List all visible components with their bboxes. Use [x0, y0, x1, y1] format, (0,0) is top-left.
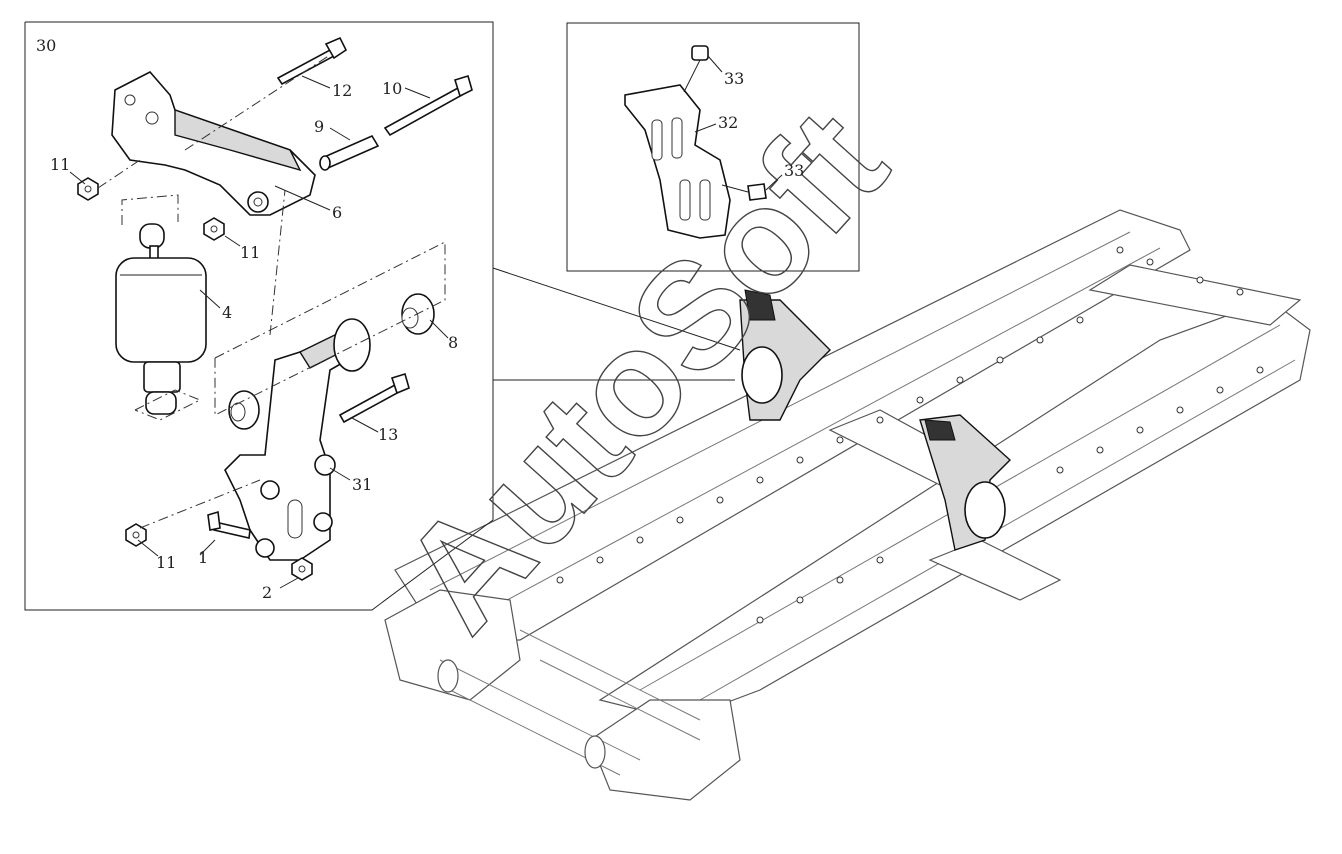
callout-11-a: 11 [50, 155, 70, 174]
callout-13: 13 [378, 425, 398, 444]
spacer-9 [319, 134, 380, 171]
bolt-12 [276, 36, 348, 86]
bolt-10 [383, 74, 473, 137]
mounted-suspension-left [739, 289, 831, 421]
chassis-frame [384, 209, 1311, 801]
callout-6: 6 [332, 203, 342, 222]
callout-31: 31 [352, 475, 372, 494]
nut-11-c [125, 523, 147, 547]
callout-33-bottom: 33 [784, 161, 804, 180]
callout-10: 10 [382, 79, 402, 98]
air-spring-4 [115, 223, 207, 415]
exploded-view-box-cover [566, 22, 860, 272]
bushing-left [228, 390, 260, 430]
bolt-33-top [683, 45, 709, 93]
upper-bracket-assembly [111, 71, 316, 216]
callout-33-top: 33 [724, 69, 744, 88]
callout-1: 1 [198, 548, 208, 567]
callout-9: 9 [314, 117, 324, 136]
callout-4: 4 [222, 303, 232, 322]
bolt-1 [207, 510, 251, 539]
callout-30: 30 [36, 36, 56, 55]
cover-plate-32 [624, 84, 731, 239]
callout-32: 32 [718, 113, 738, 132]
callout-11-b: 11 [240, 243, 260, 262]
callout-8: 8 [448, 333, 458, 352]
callout-12: 12 [332, 81, 352, 100]
callout-11-c: 11 [156, 553, 176, 572]
bolt-33-bottom [721, 183, 767, 201]
assembly-guide-lines [97, 54, 446, 529]
nut-2 [291, 557, 313, 581]
exploded-view-box-main [24, 21, 741, 611]
lower-bracket-31 [224, 318, 371, 561]
rail-holes [556, 246, 1264, 624]
callout-leaders [69, 55, 783, 589]
bolt-13 [338, 372, 410, 424]
front-axle-assembly [384, 589, 741, 801]
nut-11-a [77, 177, 99, 201]
callout-2: 2 [262, 583, 272, 602]
nut-11-b [203, 217, 225, 241]
callout-labels: 30 12 10 9 11 11 11 6 4 8 13 31 1 2 33 3… [36, 36, 804, 602]
cross-member-rear [1088, 264, 1302, 326]
mounted-suspension-right [919, 414, 1012, 551]
